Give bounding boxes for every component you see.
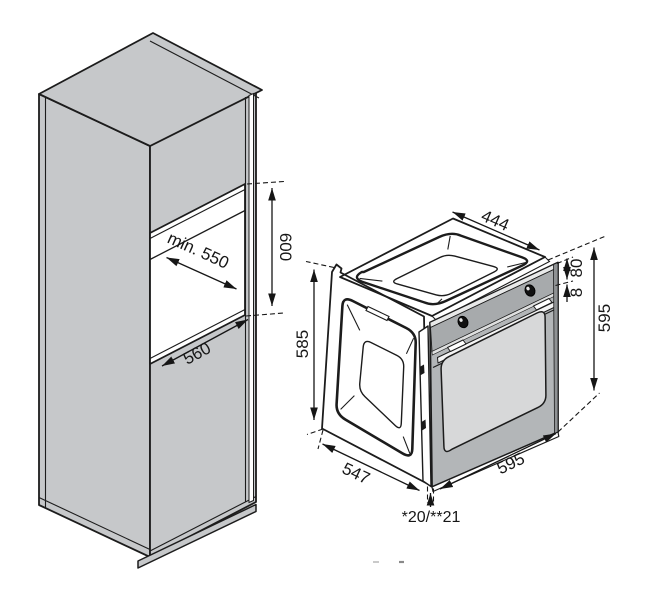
- cabinet-plinth: [137, 503, 257, 569]
- oven-side-height-label: 585: [293, 330, 312, 358]
- dim-control-panel-height: 80: [555, 256, 586, 287]
- handle-bracket-right: [533, 298, 553, 311]
- dim-panel-gap: 8: [563, 284, 586, 302]
- handle-bracket-left: [447, 339, 467, 352]
- panel-gap-label: 8: [567, 288, 586, 297]
- door-glass-window: [440, 311, 547, 453]
- dim-oven-top-width: 444: [452, 206, 540, 251]
- oven-side-emboss-inner: [359, 340, 405, 429]
- oven-depth-label: 547: [339, 459, 373, 488]
- niche-height-label: 600: [276, 233, 295, 261]
- cabinet-top-face: [38, 32, 263, 147]
- cabinet-left-side-panel: [38, 93, 151, 558]
- dim-niche-height: 600: [245, 180, 295, 317]
- control-panel-height-label: 80: [567, 259, 586, 278]
- cabinet-column: [38, 32, 263, 569]
- control-knob-left: [457, 315, 469, 329]
- door-overhang-label: *20/**21: [402, 509, 461, 526]
- dim-oven-side-height: 585: [293, 260, 335, 436]
- door-hinge-lower: [421, 419, 426, 431]
- oven-top-emboss-miters: [359, 235, 526, 305]
- cabinet-right-stile-strip: [248, 92, 254, 504]
- oven-top-front-ledge: [431, 256, 551, 322]
- oven-body: [321, 217, 560, 493]
- door-right-edge-strip: [553, 261, 559, 435]
- oven-top-emboss-inner: [393, 254, 498, 297]
- dim-oven-front-height: 595: [547, 234, 614, 433]
- oven-front-frame-strip: [418, 325, 432, 488]
- control-knob-right: [524, 284, 536, 297]
- door-hinge-upper: [419, 364, 425, 376]
- oven-side-vent-slot: [365, 305, 390, 322]
- oven-front-height-label: 595: [595, 304, 614, 332]
- dim-door-overhang: *20/**21: [402, 486, 461, 526]
- cabinet-edge-lines: [38, 40, 260, 552]
